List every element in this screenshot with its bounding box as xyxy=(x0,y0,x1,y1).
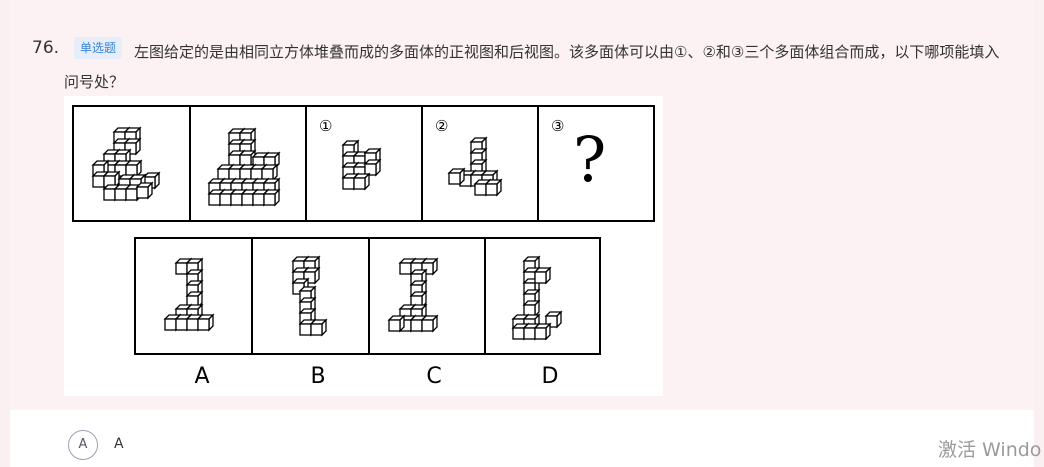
question-mark: ? xyxy=(573,123,607,196)
cube xyxy=(260,163,279,182)
piece-3-cell: ③ ? xyxy=(539,107,653,220)
front-view-cell xyxy=(74,107,191,220)
answer-option-text: A xyxy=(114,436,124,452)
figure-top-row: ① ② ③ ? xyxy=(72,105,655,222)
cube xyxy=(196,313,215,332)
answer-option-circle[interactable]: A xyxy=(68,430,98,460)
option-b-cell xyxy=(253,239,370,353)
cube xyxy=(185,290,204,309)
cube xyxy=(447,167,466,186)
option-b-cubes xyxy=(291,255,328,337)
question-text-content: 左图给定的是由相同立方体堆叠而成的多面体的正视图和后视图。该多面体可以由①、②和… xyxy=(64,43,1000,91)
cube xyxy=(262,151,281,170)
cube xyxy=(363,158,382,177)
figure-options-row xyxy=(134,237,601,355)
answer-option-a[interactable]: A A xyxy=(10,410,1034,467)
option-label-c: C xyxy=(426,364,442,389)
cube xyxy=(484,178,503,197)
question-number: 76. xyxy=(32,38,60,58)
option-a-cubes xyxy=(163,257,215,332)
piece-2-cubes xyxy=(447,136,503,197)
activate-windows-watermark: 激活 Windo xyxy=(938,439,1042,461)
question-type-badge: 单选题 xyxy=(74,37,123,59)
cube xyxy=(533,266,552,285)
option-a-cell xyxy=(136,239,253,353)
front-view-cubes xyxy=(91,126,161,202)
option-label-a: A xyxy=(194,364,210,389)
piece-3-label: ③ xyxy=(551,117,565,135)
cube xyxy=(387,314,406,333)
cube xyxy=(124,159,143,178)
cube xyxy=(522,299,541,318)
cube xyxy=(135,181,154,200)
option-c-cell xyxy=(370,239,486,353)
option-label-d: D xyxy=(541,364,559,389)
option-d-cell xyxy=(486,239,599,353)
back-view-cubes xyxy=(207,127,281,207)
option-c-cubes xyxy=(387,257,439,333)
cube xyxy=(409,303,428,322)
cube xyxy=(544,310,563,329)
question-text: 左图给定的是由相同立方体堆叠而成的多面体的正视图和后视图。该多面体可以由①、②和… xyxy=(64,37,1014,97)
piece-2-cell: ② xyxy=(423,107,539,220)
option-d-cubes xyxy=(511,255,563,341)
cube xyxy=(420,257,439,276)
piece-1-cell: ① xyxy=(307,107,423,220)
back-view-cell xyxy=(191,107,307,220)
question-card: 76. 左图给定的是由相同立方体堆叠而成的多面体的正视图和后视图。该多面体可以由… xyxy=(10,0,1034,467)
cube xyxy=(123,137,142,156)
option-label-b: B xyxy=(310,364,326,389)
piece-1-label: ① xyxy=(319,117,333,135)
piece-2-label: ② xyxy=(435,117,449,135)
cube xyxy=(533,322,552,341)
cube xyxy=(302,266,321,285)
question-figure: ① ② ③ ? xyxy=(64,96,663,396)
cube xyxy=(262,188,281,207)
cube xyxy=(420,314,439,333)
piece-1-cubes xyxy=(341,139,382,191)
cube xyxy=(309,318,328,337)
cube xyxy=(352,172,371,191)
